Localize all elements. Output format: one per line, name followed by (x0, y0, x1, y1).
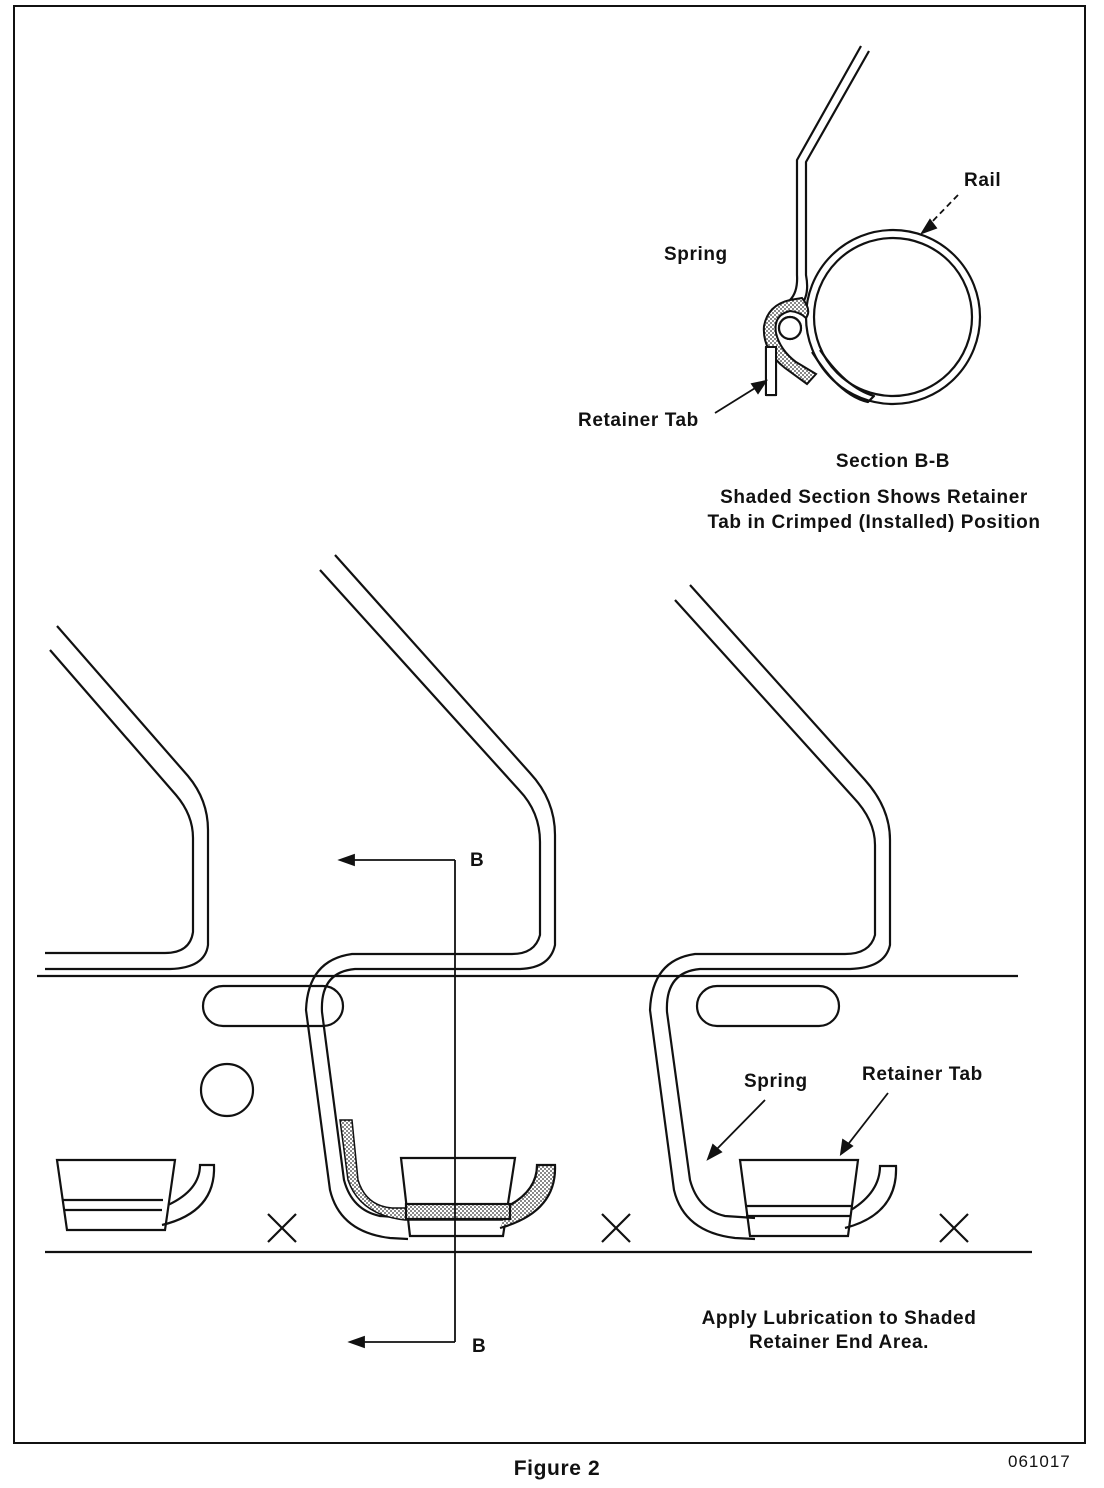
retainer-cup-right (738, 1158, 898, 1238)
x-mark-3 (939, 1213, 969, 1243)
section-note-line1: Shaded Section Shows Retainer (720, 487, 1028, 508)
spring-left (45, 625, 210, 971)
rail-clamp-lip (811, 349, 876, 404)
main-spring-label: Spring (744, 1071, 808, 1092)
section-marker-top: B (470, 850, 485, 871)
rail-inner-circle (812, 236, 974, 398)
instruction-line2: Retainer End Area. (748, 1332, 930, 1353)
shaded-crimp-area (762, 296, 818, 386)
section-marker-bottom: B (472, 1336, 487, 1357)
x-mark-1 (267, 1213, 297, 1243)
slot-hole-left (201, 984, 345, 1028)
figure-border (13, 5, 1086, 1444)
main-leaders (706, 1092, 889, 1161)
spring-right (648, 584, 892, 1241)
instruction-line1: Apply Lubrication to Shaded (701, 1308, 977, 1329)
spring-arm (789, 45, 870, 307)
round-hole (199, 1062, 255, 1118)
section-note-line2: Tab in Crimped (Installed) Position (707, 512, 1041, 533)
main-retainer-tab-label: Retainer Tab (862, 1064, 983, 1085)
section-leaders (714, 194, 959, 414)
section-retainer-tab-label: Retainer Tab (578, 410, 699, 431)
retainer-cup-middle (399, 1156, 557, 1238)
section-spring-label: Spring (664, 244, 728, 265)
spring-middle (304, 554, 557, 1241)
section-bb-detail (764, 45, 982, 406)
section-cut-line (337, 853, 456, 1349)
x-marks (267, 1213, 969, 1243)
figure-caption: Figure 2 (513, 1457, 601, 1480)
x-mark-2 (601, 1213, 631, 1243)
slot-hole-right (695, 984, 841, 1028)
retainer-cup-left (55, 1158, 216, 1232)
section-title: Section B-B (835, 451, 951, 472)
document-id: 061017 (1008, 1452, 1071, 1471)
section-rail-label: Rail (964, 170, 1002, 191)
